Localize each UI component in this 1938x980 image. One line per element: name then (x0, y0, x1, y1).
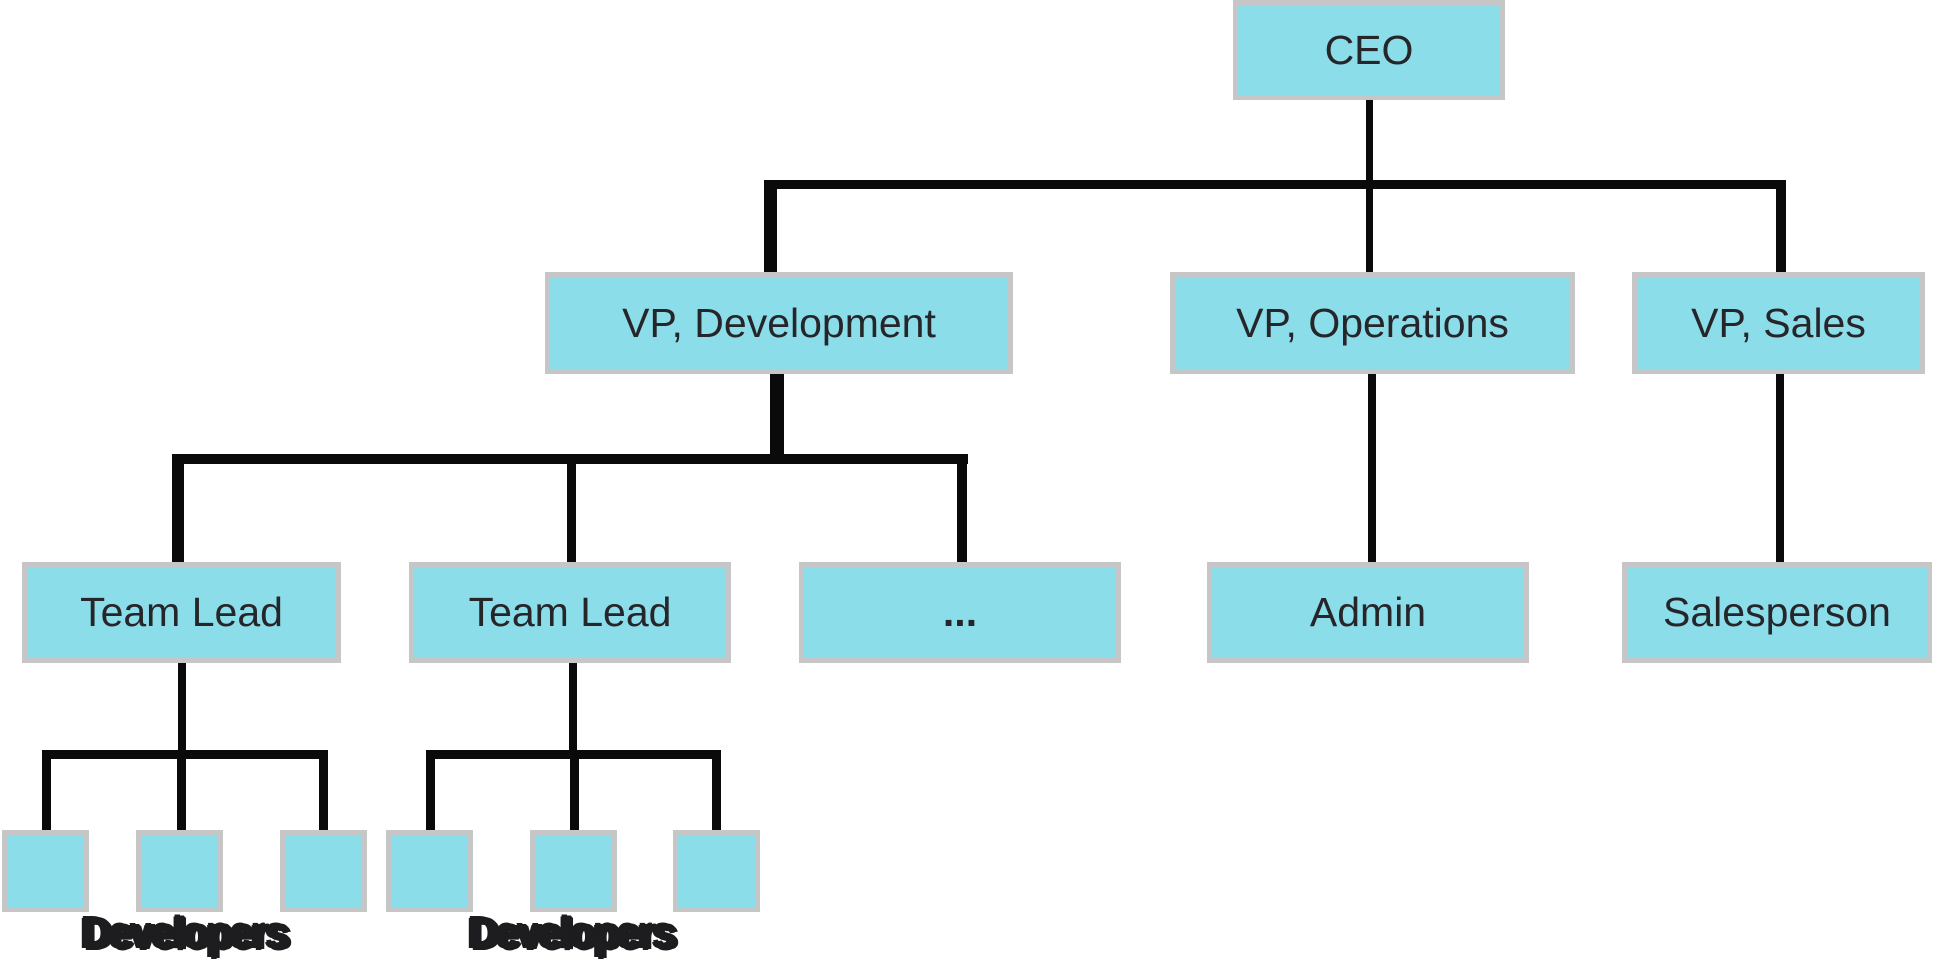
developer-box (136, 830, 223, 912)
developer-box (673, 830, 760, 912)
connector-tl1-drop-dev1 (42, 750, 51, 830)
connector-tl2-drop-dev3 (712, 750, 721, 830)
node-vp-sales: VP, Sales (1632, 272, 1925, 374)
developers-label-group-1: Developers (81, 910, 288, 958)
connector-drop-team-lead-2 (567, 454, 576, 562)
connector-tl1-vertical (178, 662, 186, 755)
connector-ceo-horizontal (764, 180, 1786, 189)
node-team-lead-1-label: Team Lead (80, 589, 283, 635)
node-salesperson: Salesperson (1622, 562, 1932, 663)
developers-label-group-2: Developers (468, 910, 675, 958)
connector-tl2-vertical (569, 662, 577, 755)
node-ellipsis-label: ... (942, 589, 978, 635)
connector-tl1-drop-dev2 (177, 750, 186, 830)
connector-tl1-drop-dev3 (319, 750, 328, 830)
developer-box (530, 830, 617, 912)
node-team-lead-2: Team Lead (409, 562, 731, 663)
developer-box (386, 830, 473, 912)
connector-vpsales-to-salesperson (1776, 373, 1784, 562)
connector-drop-vp-sales (1776, 180, 1786, 272)
node-ellipsis: ... (799, 562, 1121, 663)
node-vp-operations-label: VP, Operations (1236, 299, 1509, 346)
connector-tl2-drop-dev1 (426, 750, 435, 830)
connector-drop-team-lead-1 (172, 454, 184, 562)
connector-tl2-drop-dev2 (570, 750, 579, 830)
node-vp-sales-label: VP, Sales (1691, 299, 1866, 346)
node-vp-operations: VP, Operations (1170, 272, 1575, 374)
node-ceo: CEO (1233, 0, 1505, 100)
connector-drop-vp-development (764, 180, 777, 272)
node-admin: Admin (1207, 562, 1529, 663)
connector-vpops-to-admin (1368, 373, 1376, 562)
node-team-lead-2-label: Team Lead (468, 589, 672, 635)
developer-box (2, 830, 89, 912)
connector-drop-ellipsis (957, 454, 967, 562)
node-vp-development-label: VP, Development (622, 299, 936, 346)
developer-box (280, 830, 367, 912)
node-ceo-label: CEO (1324, 26, 1414, 73)
node-admin-label: Admin (1309, 589, 1427, 635)
node-team-lead-1: Team Lead (22, 562, 341, 663)
node-vp-development: VP, Development (545, 272, 1013, 374)
connector-vpdev-vertical (770, 373, 784, 463)
node-salesperson-label: Salesperson (1663, 589, 1891, 635)
